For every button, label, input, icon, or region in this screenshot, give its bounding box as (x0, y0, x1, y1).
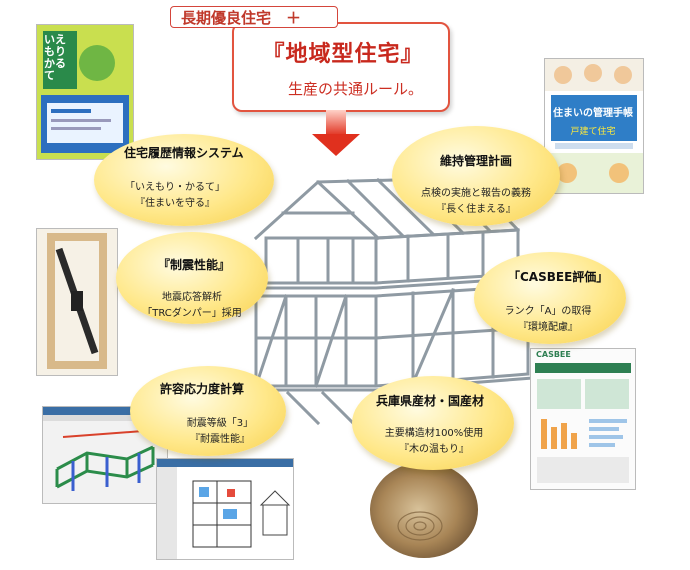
hyogo-timber-line2: 『木の温もり』 (399, 444, 469, 455)
down-arrow-icon (312, 110, 360, 156)
iemori-karute-booklet-image (36, 24, 134, 160)
floor-plan-software-image (156, 458, 294, 560)
casbee-evaluation-line1: ランク「A」の取得 (504, 306, 592, 317)
allowable-stress-title: 許容応力度計算 (160, 382, 245, 396)
timber-log-photo (370, 462, 478, 558)
bubble-hyogo-domestic-timber (352, 376, 514, 470)
long-term-quality-housing-tag: 長期優良住宅 ＋ (170, 6, 338, 28)
casbee-evaluation-title: 「CASBEE評価」 (508, 270, 609, 284)
bubble-maintenance-plan (392, 126, 560, 226)
seismic-control-title: 『制震性能』 (158, 258, 231, 272)
housing-history-system-line1: 「いえもり・かるて」 (125, 182, 225, 193)
maintenance-plan-title: 維持管理計画 (440, 154, 513, 168)
booklet-left-title: いえもり かるて (44, 33, 66, 82)
casbee-evaluation-line2: 『環境配慮』 (518, 322, 578, 333)
casbee-sheet-title: CASBEE (536, 350, 571, 359)
housing-history-system-title: 住宅履歴情報システム (124, 146, 244, 160)
maintenance-plan-line1: 点検の実施と報告の義務 (421, 188, 531, 199)
bubble-casbee-evaluation (474, 252, 626, 344)
main-title: 『地域型住宅』 (262, 42, 424, 67)
seismic-control-line2: 「TRCダンパー」採用 (142, 308, 242, 319)
seismic-control-line1: 地震応答解析 (162, 292, 222, 303)
allowable-stress-line2: 『耐震性能』 (190, 434, 250, 445)
trc-damper-frame-image (36, 228, 118, 376)
bubble-allowable-stress-calculation (130, 366, 286, 456)
main-subtitle: 生産の共通ルール。 (288, 80, 424, 98)
bubble-seismic-control-performance (116, 232, 268, 324)
bubble-housing-history-system (94, 134, 274, 226)
hyogo-timber-line1: 主要構造材100%使用 (384, 428, 484, 439)
booklet-right-subtitle: 戸建て住宅 (570, 127, 616, 137)
housing-history-system-line2: 『住まいを守る』 (135, 198, 215, 209)
structural-cad-software-image (42, 406, 168, 504)
housing-maintenance-handbook-image (544, 58, 644, 194)
maintenance-plan-line2: 『長く住まえる』 (436, 204, 516, 215)
casbee-evaluation-sheet-image (530, 348, 636, 490)
hyogo-timber-title: 兵庫県産材・国産材 (376, 394, 485, 408)
booklet-right-title: 住まいの管理手帳 (553, 108, 633, 119)
main-title-box (232, 22, 450, 112)
allowable-stress-line1: 耐震等級「3」 (186, 418, 254, 429)
